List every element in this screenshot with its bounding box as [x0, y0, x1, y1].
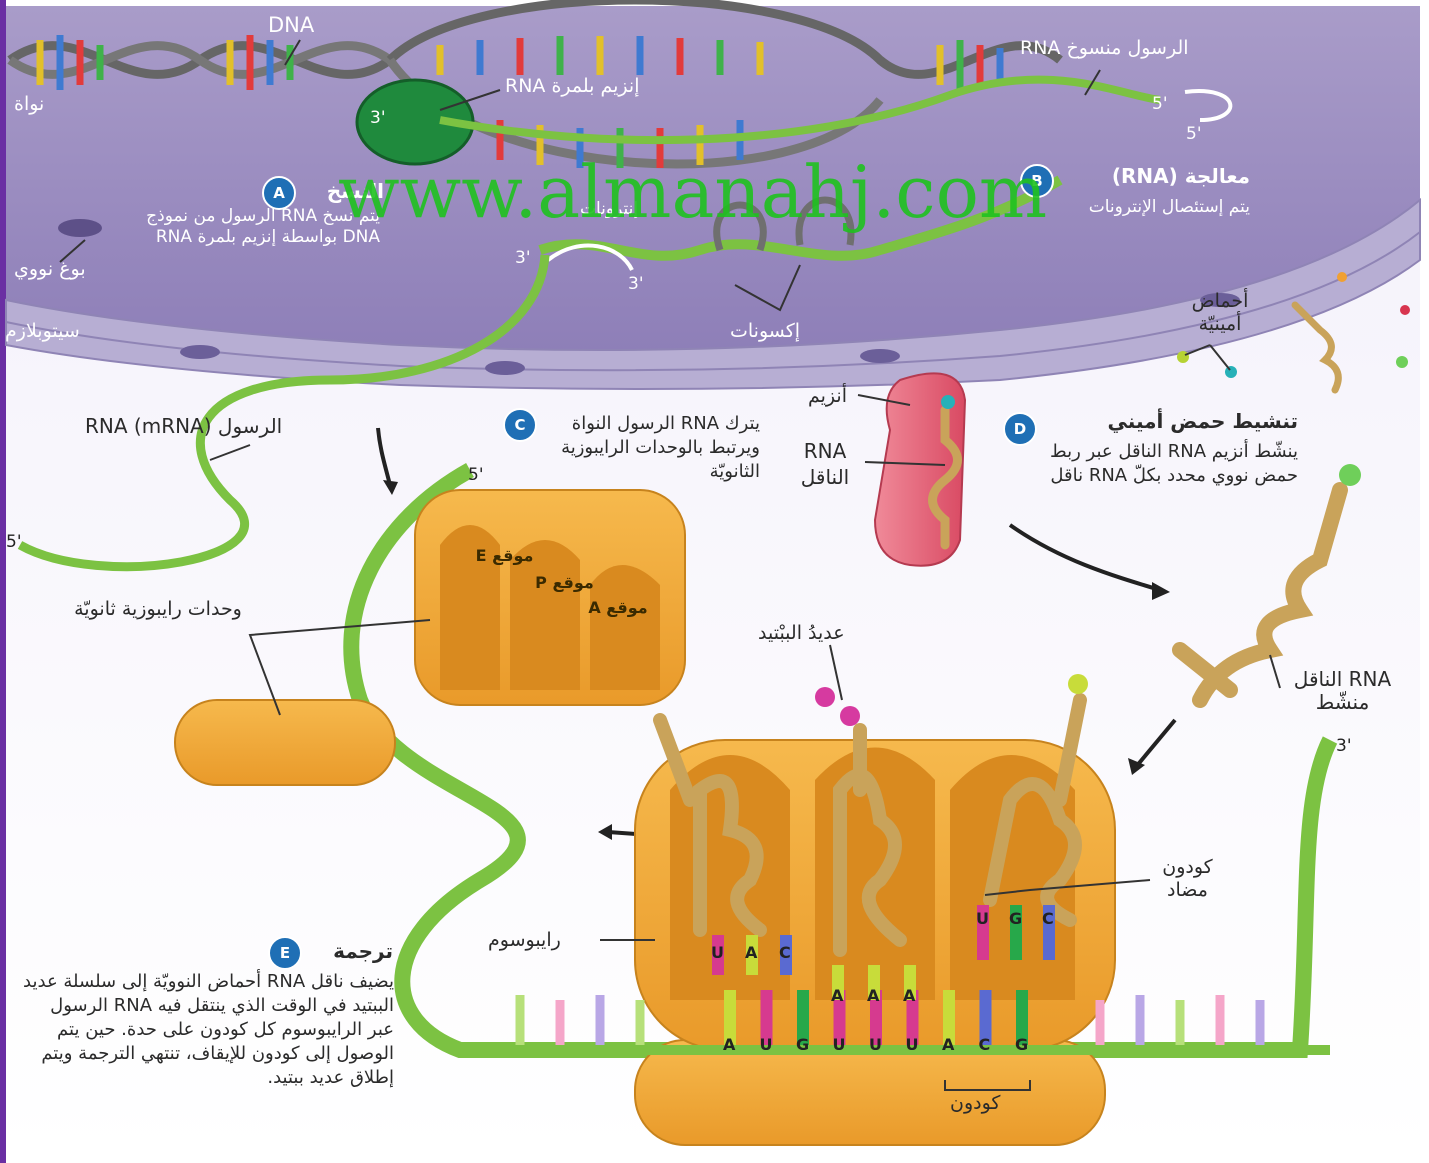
anticodon-e-base-letter: A: [745, 943, 757, 962]
watermark: www.almanahj.com: [338, 150, 1047, 234]
step-e-text: يضيف ناقل RNA أحماض النوويّة إلى سلسلة ع…: [22, 970, 394, 1090]
label-site-a: موقع A: [588, 598, 648, 617]
label-subunits: وحدات رايبوزية ثانويّة: [68, 598, 248, 621]
label-anticodon: كودون مضاد: [1150, 856, 1225, 902]
label-nuclear-pore: بوغ نووي: [14, 258, 86, 281]
step-d-title: تنشيط حمض أميني: [1040, 410, 1298, 433]
anticodon-p-base-letter: A: [831, 986, 843, 1005]
prime-5-top: 5': [1152, 94, 1168, 114]
label-mrna: الرسول (mRNA) RNA: [85, 415, 282, 438]
badge-a: A: [262, 176, 296, 210]
amino-acid-bead-a: [1068, 674, 1088, 694]
anticodon-e-base-letter: C: [779, 943, 791, 962]
polypeptide-bead-1: [815, 687, 835, 707]
badge-e: E: [268, 936, 302, 970]
mrna-base-letter: A: [942, 1035, 954, 1054]
anticodon-a-base-letter: G: [1009, 909, 1022, 928]
polypeptide-bead-2: [840, 706, 860, 726]
badge-c: C: [503, 408, 537, 442]
anticodon-a-base-letter: U: [976, 909, 989, 928]
amino-acid-bead: [1177, 351, 1189, 363]
anticodon-p-base-letter: A: [903, 986, 915, 1005]
label-ribosome: رايبوسوم: [488, 929, 561, 952]
label-amino-acids: أحماض أمينيّة: [1175, 290, 1265, 336]
mrna-base-letter: G: [796, 1035, 809, 1054]
mrna-base-letter: G: [1015, 1035, 1028, 1054]
label-codon: كودون: [950, 1092, 1000, 1115]
step-b-text: يتم إستئصال الإنترونات: [1018, 196, 1250, 219]
mrna-base-letter: U: [869, 1035, 882, 1054]
label-enzyme: أنزيم: [808, 385, 847, 408]
mrna-base-letter: C: [979, 1035, 991, 1054]
mrna-base-letter: U: [760, 1035, 773, 1054]
anticodon-p-base-letter: A: [867, 986, 879, 1005]
step-b-title: معالجة (RNA): [1055, 165, 1250, 188]
label-exons: إكسونات: [730, 320, 800, 343]
prime-3-right: 3': [628, 274, 644, 294]
anticodon-a-base-letter: C: [1042, 909, 1054, 928]
prime-3-left: 3': [515, 248, 531, 268]
step-d-text: ينشّط أنزيم RNA الناقل عبر ربط حمض نووي …: [1030, 440, 1298, 488]
step-e-title: ترجمة: [303, 940, 393, 963]
mrna-base-letter: U: [906, 1035, 919, 1054]
label-trna: RNA الناقل: [790, 438, 860, 490]
prime-5-ribbon: 5': [468, 465, 484, 485]
label-activated-trna: RNA الناقل منشّط: [1270, 668, 1415, 714]
label-site-e: موقع E: [472, 546, 537, 565]
label-mrna-transcribed: الرسول منسوخ RNA: [1020, 37, 1189, 60]
nuclear-pore: [58, 219, 102, 237]
label-rna-polymerase: إنزيم بلمرة RNA: [505, 75, 640, 98]
label-site-p: موقع P: [532, 573, 597, 592]
label-cytoplasm: سيتوبلازم: [5, 320, 80, 343]
small-subunit: [175, 700, 395, 785]
step-c-text: يترك RNA الرسول النواة ويرتبط بالوحدات ا…: [540, 412, 760, 484]
left-frame-bar: [0, 0, 6, 1163]
prime-3-end: 3': [1336, 736, 1352, 756]
mrna-backbone: [460, 1045, 1330, 1055]
mrna-base-letter: U: [833, 1035, 846, 1054]
prime-5-left: 5': [6, 532, 22, 552]
label-polypeptide: عديدُ الببْتيد: [758, 622, 845, 645]
label-dna: DNA: [268, 14, 314, 37]
mrna-base-letter: A: [723, 1035, 735, 1054]
prime-3-polymerase: 3': [370, 108, 386, 128]
label-nucleus: نواة: [14, 93, 44, 116]
prime-5-curve: 5': [1186, 124, 1202, 144]
anticodon-e-base-letter: U: [711, 943, 724, 962]
